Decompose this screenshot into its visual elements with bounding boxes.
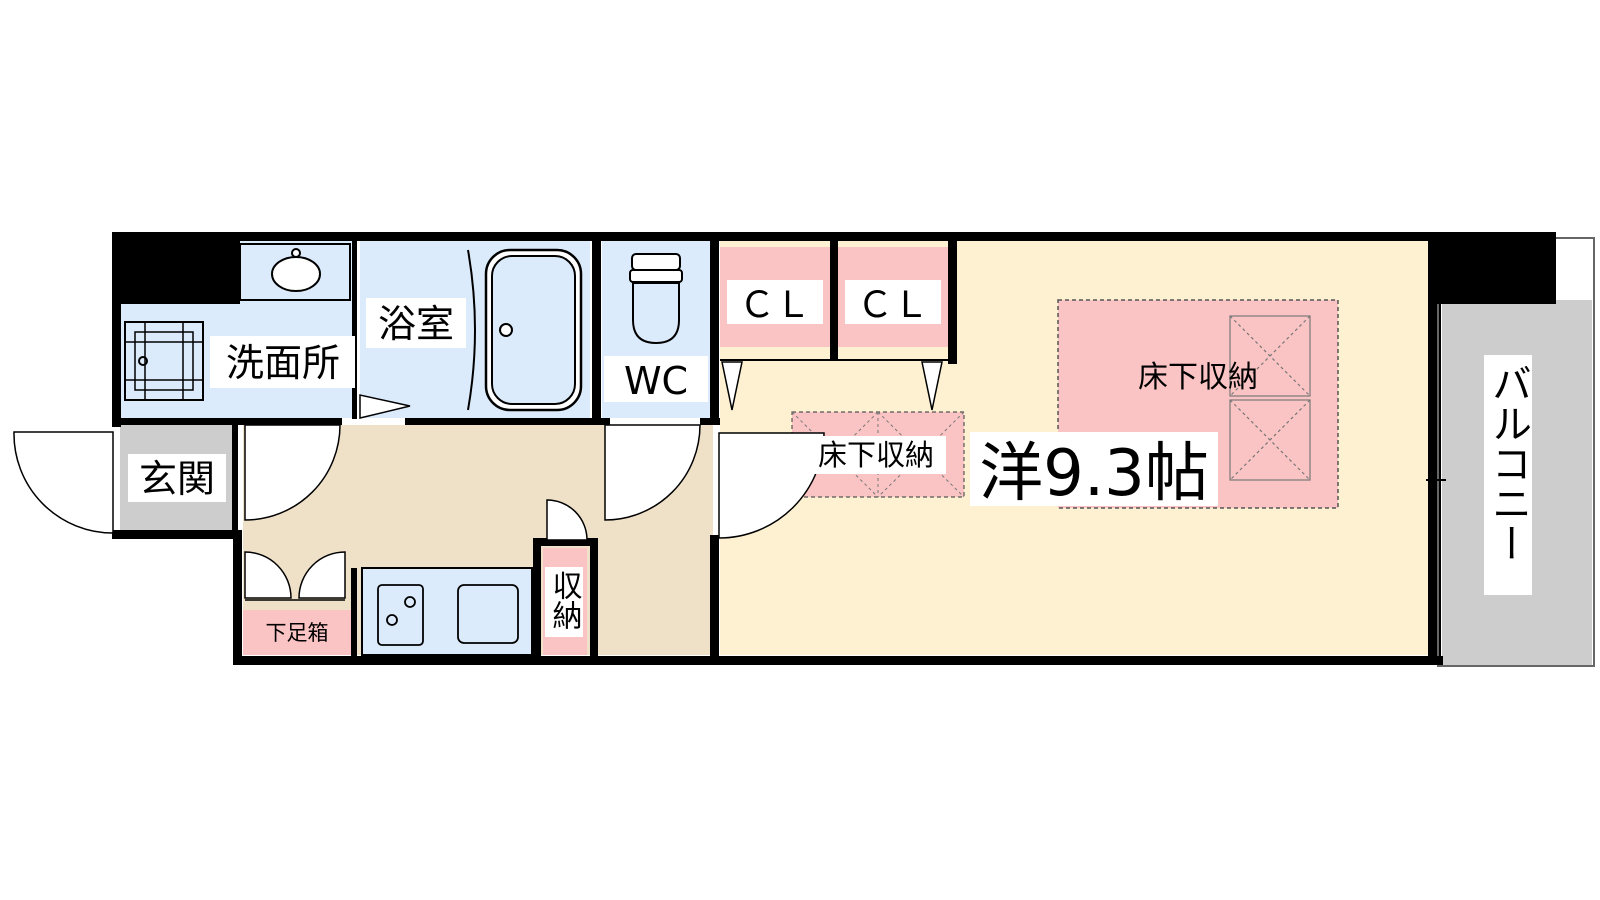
washroom-label: 洗面所: [226, 341, 340, 385]
bathroom-label: 浴室: [378, 302, 454, 346]
shoe-box-label: 下足箱: [266, 621, 329, 645]
closet-door-marks: [721, 361, 943, 411]
storage-label: 収納: [547, 570, 583, 630]
toilet-label: WC: [624, 359, 688, 403]
walls: [112, 232, 1556, 665]
underfloor-storage-small-label: 床下収納: [818, 438, 934, 472]
stove-icon: [377, 584, 424, 646]
closet-1-label: ＣＬ: [739, 285, 811, 326]
entrance-label: 玄関: [139, 457, 215, 501]
washing-machine-icon: [124, 321, 204, 401]
kitchen-sink-icon: [457, 584, 519, 644]
bath-entry-swing-icon: [359, 394, 411, 419]
underfloor-storage-large-label: 床下収納: [1138, 360, 1258, 395]
toilet-icon: [629, 253, 683, 345]
washbasin-icon: [239, 243, 351, 301]
balcony-window: [1426, 300, 1446, 660]
closet-2-label: ＣＬ: [857, 285, 929, 326]
underfloor-hatch-large: [1229, 315, 1311, 481]
shoe-box-area: [243, 610, 351, 655]
kitchen-counter: [361, 567, 533, 656]
bathtub-icon: [484, 248, 583, 412]
doors: [13, 424, 825, 601]
bath-door-icon: [467, 249, 476, 411]
balcony-label: バルコニー: [1485, 363, 1531, 563]
western-room-label: 洋9.3帖: [979, 437, 1209, 511]
